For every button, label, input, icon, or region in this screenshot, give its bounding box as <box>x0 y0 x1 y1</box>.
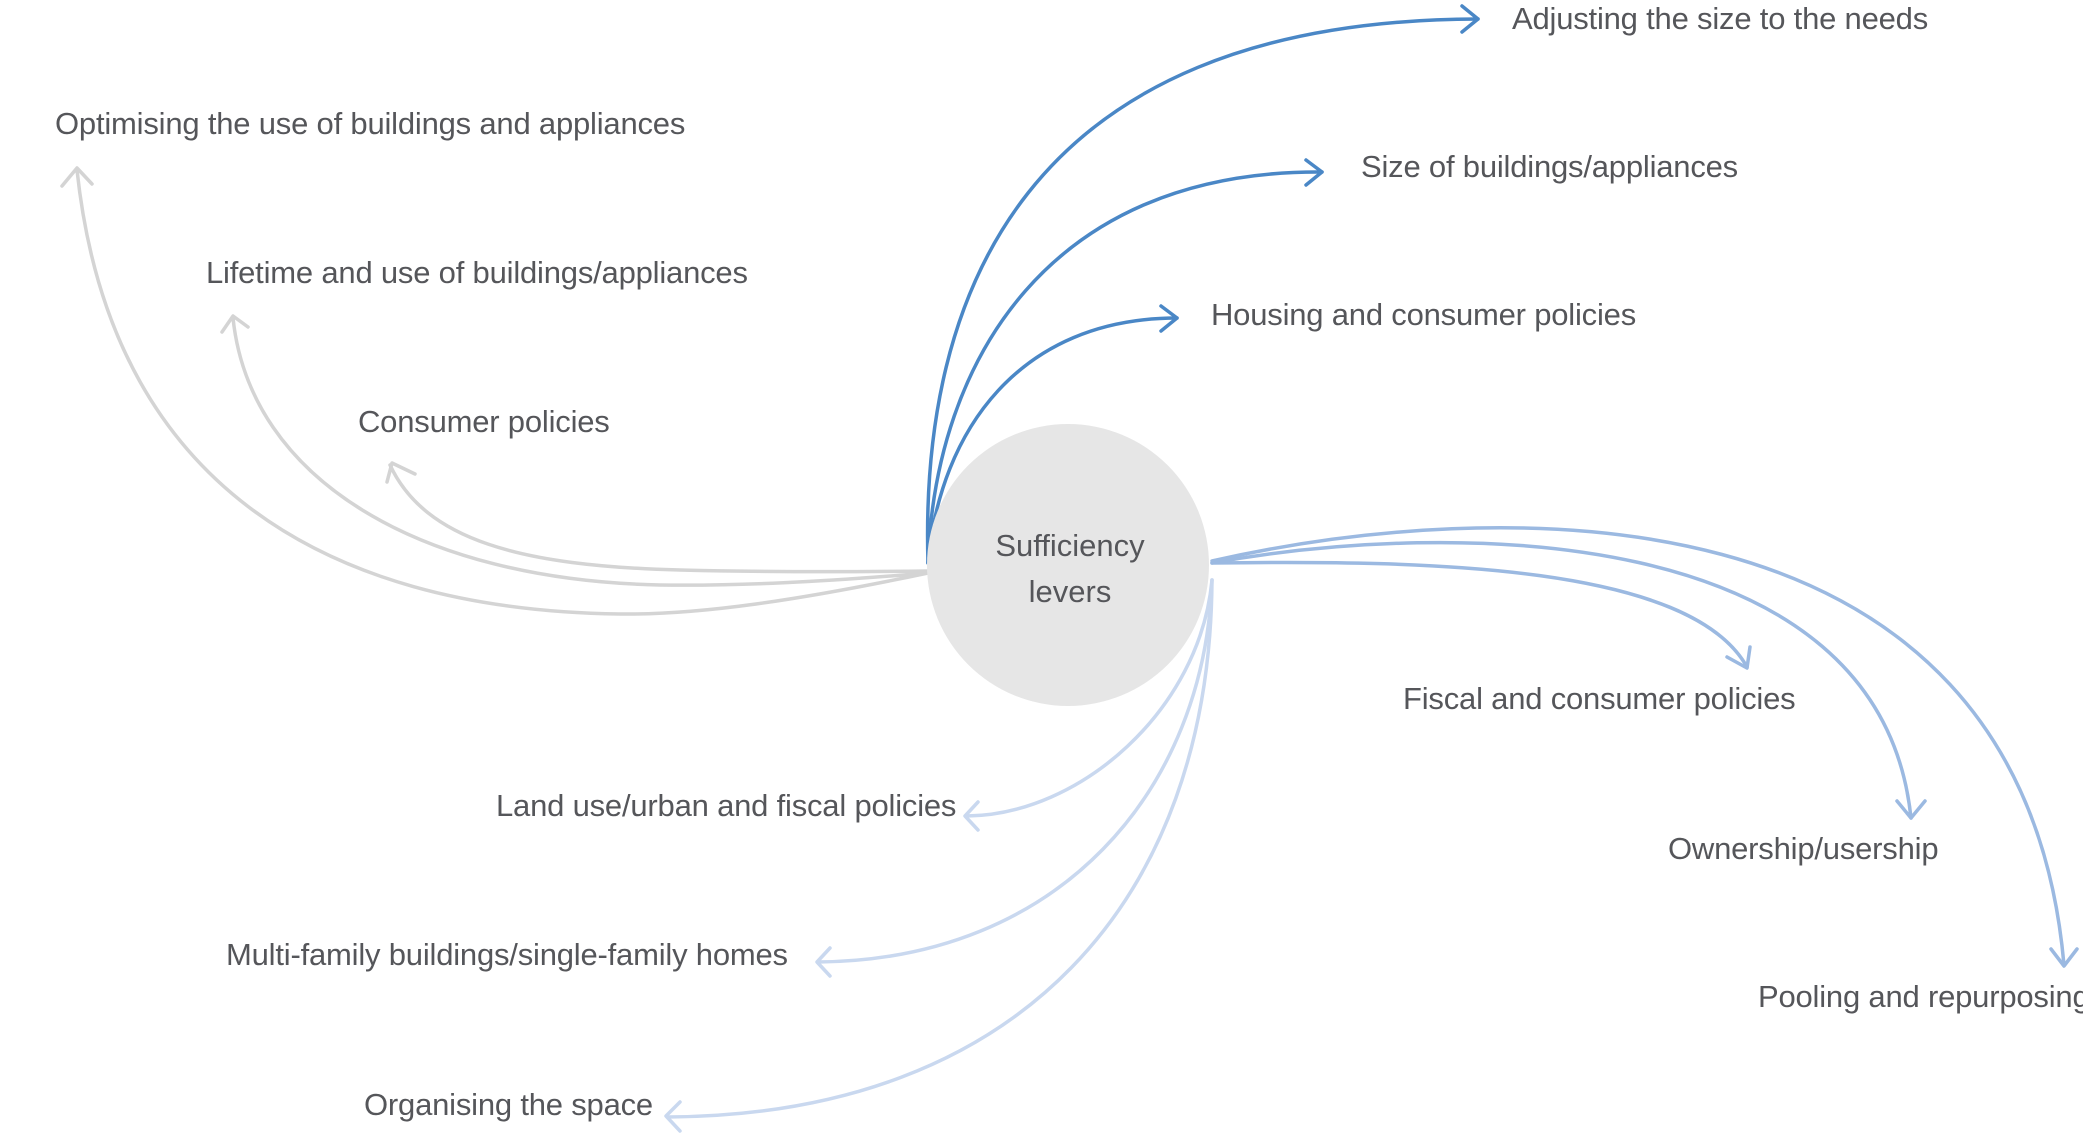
arrowhead-housing <box>1159 304 1179 333</box>
label-pooling-repurposing: Pooling and repurposing <box>1758 979 2083 1014</box>
arrowhead-multi-family <box>815 946 832 978</box>
branch-arrow-consumer <box>388 463 930 574</box>
branch-arrow-ownership <box>1210 540 1913 820</box>
arrowhead-ownership <box>1895 799 1927 820</box>
label-size-buildings: Size of buildings/appliances <box>1361 149 1738 184</box>
branch-arrow-optimising <box>75 168 930 616</box>
branch-arrow-fiscal-consumer <box>1210 560 1749 669</box>
branch-arrow-pooling <box>1210 526 2066 967</box>
center-label: Sufficiency levers <box>930 523 1210 615</box>
branch-arrow-lifetime <box>231 316 930 587</box>
arrowhead-pooling <box>2049 947 2079 968</box>
branch-arrow-organising <box>666 578 1214 1119</box>
branch-arrow-land-use <box>965 578 1214 818</box>
label-land-use: Land use/urban and fiscal policies <box>496 788 957 823</box>
label-ownership-usership: Ownership/usership <box>1668 831 1939 866</box>
label-adjusting-size: Adjusting the size to the needs <box>1512 1 1929 36</box>
branch-arrow-multi-family <box>816 578 1214 964</box>
label-fiscal-consumer: Fiscal and consumer policies <box>1403 681 1796 716</box>
label-lifetime-use: Lifetime and use of buildings/appliances <box>206 255 748 290</box>
label-optimising-use: Optimising the use of buildings and appl… <box>55 106 686 141</box>
arrowhead-land-use <box>963 800 980 832</box>
label-consumer-policies: Consumer policies <box>358 404 610 439</box>
center-hub-circle <box>927 424 1209 706</box>
arrowhead-size-buildings <box>1304 158 1324 187</box>
arrowhead-adjusting-size <box>1460 4 1480 34</box>
label-housing-consumer: Housing and consumer policies <box>1211 297 1636 332</box>
arrowhead-fiscal-consumer <box>1725 645 1752 670</box>
center-label-line1: Sufficiency <box>995 528 1145 563</box>
center-label-line2: levers <box>1028 574 1112 609</box>
branch-arrow-housing <box>926 316 1179 565</box>
label-organising-space: Organising the space <box>364 1087 653 1122</box>
arrowhead-organising <box>664 1100 682 1133</box>
arrowhead-consumer <box>385 461 417 484</box>
branch-arrow-adjusting-size <box>925 17 1480 565</box>
arrowhead-lifetime <box>220 314 250 334</box>
arrowhead-optimising <box>60 166 94 188</box>
label-multi-family: Multi-family buildings/single-family hom… <box>226 937 788 972</box>
branch-arrow-size-buildings <box>926 170 1324 565</box>
